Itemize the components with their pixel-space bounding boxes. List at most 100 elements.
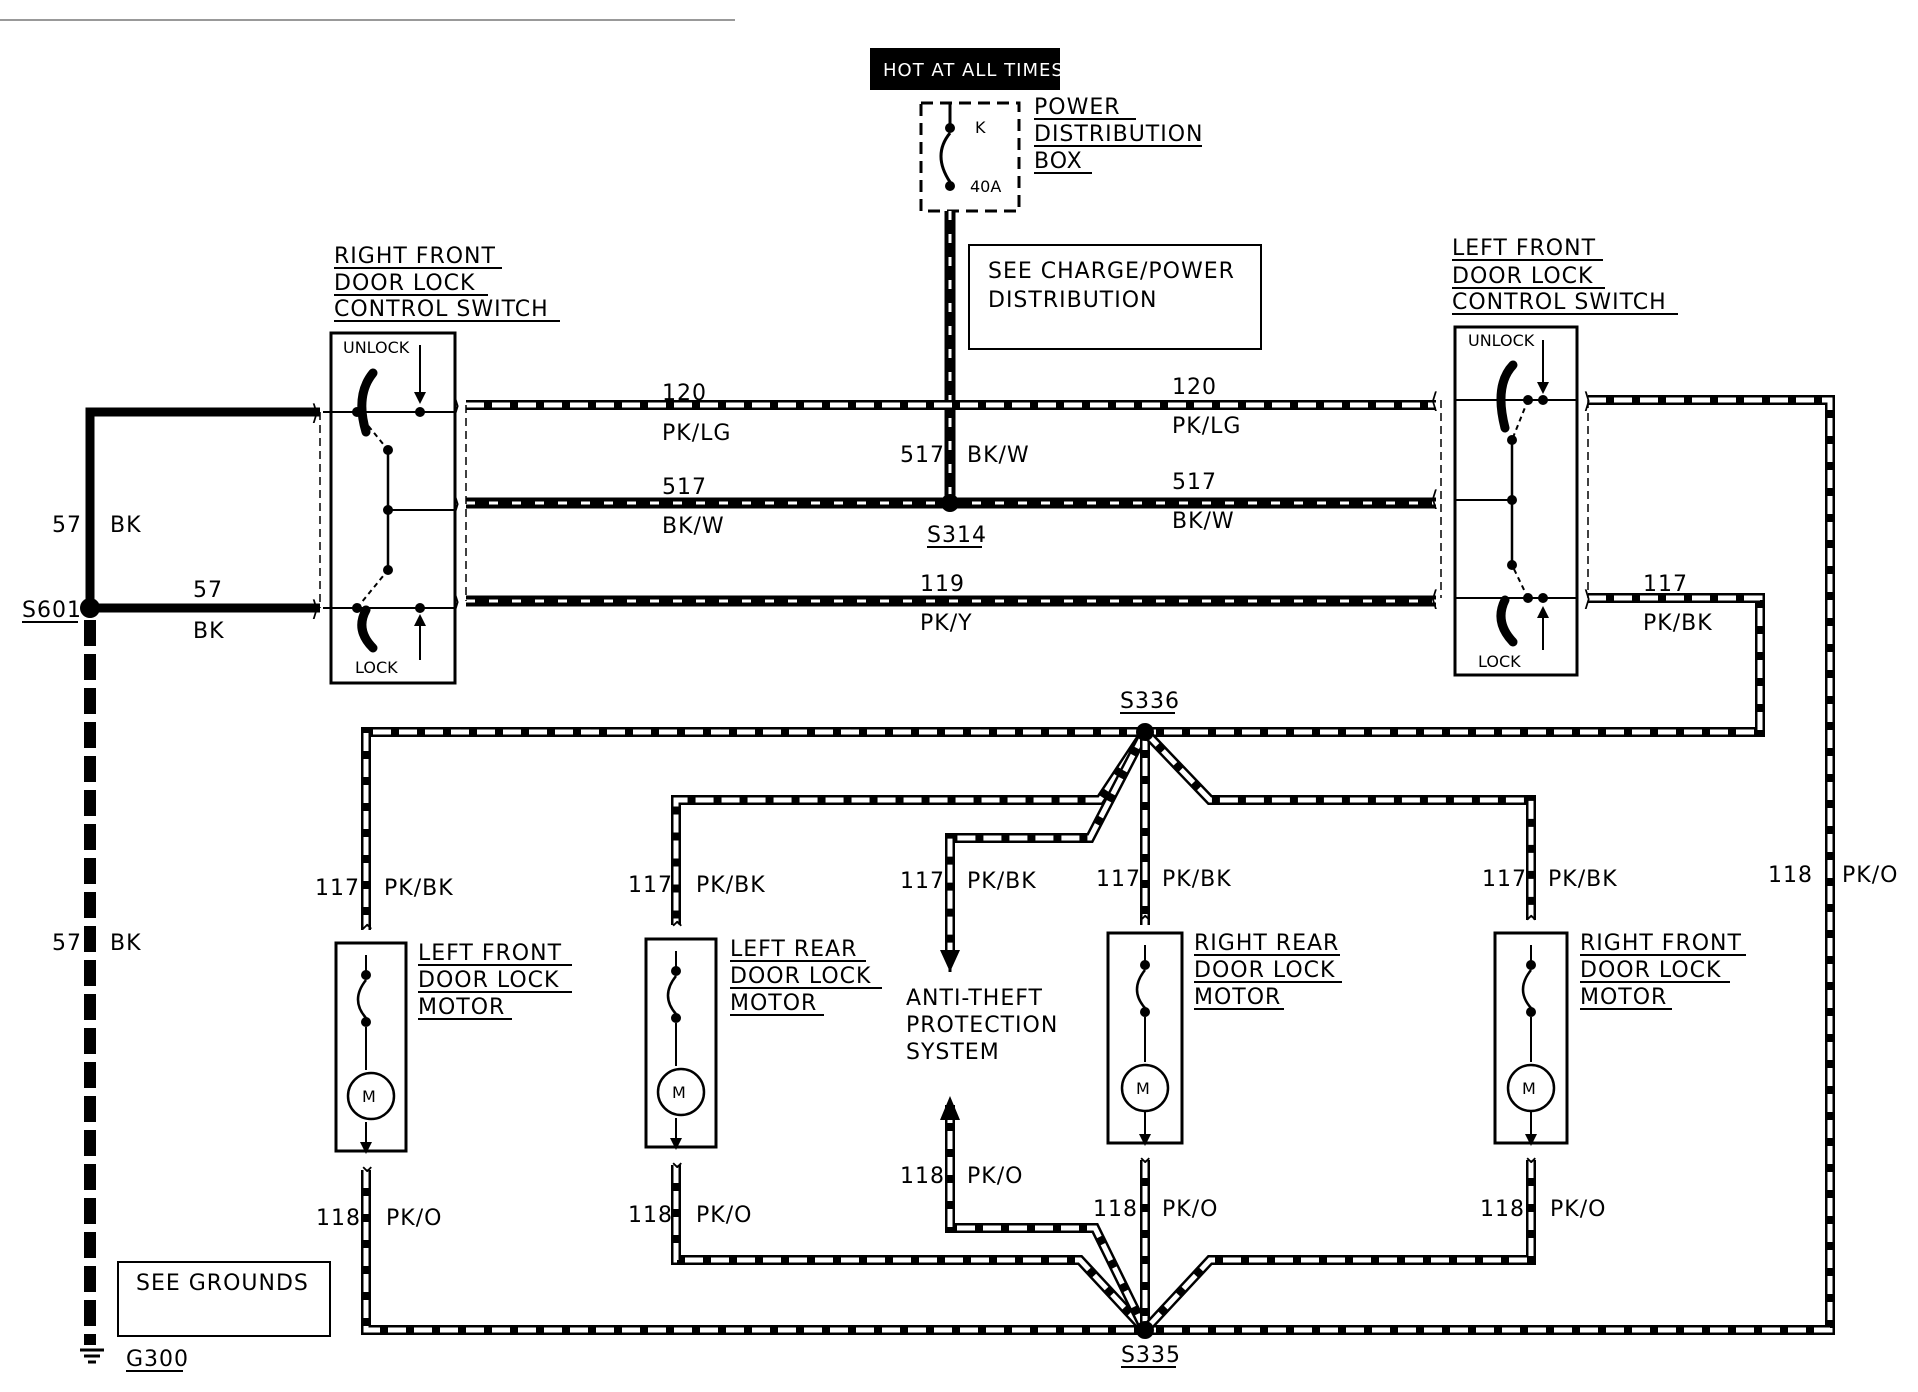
lf-connector-517: ⟨ <box>1430 487 1440 512</box>
w517-vert-color: BK/W <box>967 443 1030 468</box>
wire-118-returns <box>361 1105 1536 1335</box>
anti-theft-title-2: PROTECTION <box>906 1013 1058 1038</box>
anti-theft-in-color: PK/BK <box>967 869 1037 894</box>
right-front-control-switch: RIGHT FRONT DOOR LOCK CONTROL SWITCH UNL… <box>311 244 560 685</box>
w119-color: PK/Y <box>920 611 973 636</box>
motor-right-rear-title-1: RIGHT REAR <box>1194 931 1339 956</box>
motor-left-rear-m-icon <box>656 1067 706 1117</box>
anti-theft-system: ANTI-THEFT PROTECTION SYSTEM 117 PK/BK 1… <box>900 869 1058 1189</box>
motor-left-front-title-1: LEFT FRONT <box>418 941 562 966</box>
left-front-control-switch: LEFT FRONT DOOR LOCK CONTROL SWITCH UNLO… <box>1430 236 1678 677</box>
power-distribution-group: HOT AT ALL TIMES K 40A POWER DISTRIBUTIO… <box>870 48 1262 350</box>
motor-left-rear-connector-top: ⌃ <box>668 918 687 943</box>
wire-labels: 120 PK/LG 120 PK/LG 517 BK/W 517 BK/W 51… <box>52 375 1897 956</box>
splices-group: S314 S336 S335 S601 G300 <box>22 494 1181 1372</box>
splice-s336-label: S336 <box>1120 689 1180 714</box>
w120-right-color: PK/LG <box>1172 414 1241 439</box>
motor-left-front-top-color: PK/BK <box>384 876 454 901</box>
w57-top-circuit: 57 <box>52 513 82 538</box>
w119-circuit: 119 <box>920 572 965 597</box>
motor-right-rear-top-color: PK/BK <box>1162 867 1232 892</box>
motor-left-rear-bottom-color: PK/O <box>696 1203 752 1228</box>
w117-right-circuit: 117 <box>1643 572 1688 597</box>
rf-switch-title-1: RIGHT FRONT <box>334 244 496 269</box>
fuse-top-terminal <box>945 123 955 133</box>
lf-connector-119: ⟨ <box>1430 587 1440 612</box>
anti-theft-out-circuit: 118 <box>900 1164 945 1189</box>
motor-right-front-symbol: M <box>1522 1079 1536 1098</box>
splice-s335 <box>1136 1321 1154 1339</box>
anti-theft-in-circuit: 117 <box>900 869 945 894</box>
splice-s601 <box>80 598 100 618</box>
w517-left-circuit: 517 <box>662 475 707 500</box>
motor-left-rear-title-3: MOTOR <box>730 991 817 1016</box>
w57-top-color: BK <box>110 513 142 538</box>
see-charge-power-note-line1: SEE CHARGE/POWER <box>988 259 1235 284</box>
rf-connector-517: ⟩ <box>452 492 462 517</box>
lf-switch-title-3: CONTROL SWITCH <box>1452 290 1667 315</box>
fuse-rating: 40A <box>970 177 1001 196</box>
w517-right-color: BK/W <box>1172 509 1235 534</box>
ground-g300-label: G300 <box>126 1347 189 1372</box>
w120-left-color: PK/LG <box>662 421 731 446</box>
lf-switch-title-2: DOOR LOCK <box>1452 264 1593 289</box>
motor-right-front-connector-bottom: ⌄ <box>1522 1144 1541 1169</box>
rf-switch-body <box>329 331 457 685</box>
wire-57-top <box>85 407 320 608</box>
see-grounds-note-box <box>117 1261 331 1337</box>
w120-right-circuit: 120 <box>1172 375 1217 400</box>
motor-right-rear-connector-top: ⌃ <box>1136 912 1155 937</box>
w517-right-circuit: 517 <box>1172 470 1217 495</box>
hot-at-all-times-label: HOT AT ALL TIMES <box>883 60 1064 81</box>
rf-connector-57b: ⟩ <box>311 597 321 622</box>
wires-group <box>84 211 1835 1345</box>
lf-connector-117: ⟩ <box>1583 587 1593 612</box>
hot-at-all-times-badge <box>870 48 1060 90</box>
rf-connector-120: ⟩ <box>452 394 462 419</box>
motor-left-rear-title-1: LEFT REAR <box>730 937 857 962</box>
see-charge-power-note-box <box>968 244 1262 350</box>
motor-left-front-title-3: MOTOR <box>418 995 505 1020</box>
power-box-title-2: DISTRIBUTION <box>1034 122 1204 147</box>
motor-right-front-title-3: MOTOR <box>1580 985 1667 1010</box>
motor-left-front-top-circuit: 117 <box>315 876 360 901</box>
w120-left-circuit: 120 <box>662 381 707 406</box>
motor-right-front-m-icon <box>1506 1063 1556 1113</box>
motor-right-front-top-color: PK/BK <box>1548 867 1618 892</box>
motor-right-rear-symbol: M <box>1136 1079 1150 1098</box>
motor-left-rear-title-2: DOOR LOCK <box>730 964 871 989</box>
lf-connector-120: ⟨ <box>1430 389 1440 414</box>
motor-left-front-m-icon <box>346 1071 396 1121</box>
w117-right-color: PK/BK <box>1643 611 1713 636</box>
motor-right-front: ⌃ ⌄ M RIGHT FRONT DOOR LOCK MOTOR 117 PK… <box>1480 867 1746 1222</box>
rf-switch-unlock-label: UNLOCK <box>343 338 410 357</box>
ground-g300-icon <box>80 1348 104 1364</box>
motor-left-front-connector-top: ⌃ <box>358 921 377 946</box>
rf-connector-119: ⟩ <box>452 590 462 615</box>
w57-mid-color: BK <box>193 619 225 644</box>
anti-theft-title-3: SYSTEM <box>906 1040 1000 1065</box>
motor-left-rear: ⌃ ⌄ M LEFT REAR DOOR LOCK MOTOR 117 PK/B… <box>628 873 882 1228</box>
rf-unlock-actuator <box>357 368 378 437</box>
splice-s314-label: S314 <box>927 523 987 548</box>
motor-left-front-bottom-circuit: 118 <box>316 1206 361 1231</box>
splice-s335-label: S335 <box>1121 1343 1181 1368</box>
motor-right-rear-title-3: MOTOR <box>1194 985 1281 1010</box>
lf-switch-lock-label: LOCK <box>1478 652 1521 671</box>
motor-right-rear: ⌃ ⌄ M RIGHT REAR DOOR LOCK MOTOR 117 PK/… <box>1093 867 1342 1222</box>
motor-right-rear-bottom-circuit: 118 <box>1093 1197 1138 1222</box>
motor-right-rear-top-circuit: 117 <box>1096 867 1141 892</box>
motor-right-front-bottom-circuit: 118 <box>1480 1197 1525 1222</box>
see-grounds-note: SEE GROUNDS <box>136 1271 309 1296</box>
motor-left-front-title-2: DOOR LOCK <box>418 968 559 993</box>
w57-bottom-circuit: 57 <box>52 931 82 956</box>
motor-right-rear-connector-bottom: ⌄ <box>1136 1144 1155 1169</box>
power-box-title-3: BOX <box>1034 149 1083 174</box>
rf-connector-57a: ⟩ <box>311 401 321 426</box>
motor-right-rear-title-2: DOOR LOCK <box>1194 958 1335 983</box>
motor-left-rear-bottom-circuit: 118 <box>628 1203 673 1228</box>
motor-left-front-connector-bottom: ⌄ <box>358 1153 377 1178</box>
motor-left-front: ⌃ ⌄ M LEFT FRONT DOOR LOCK MOTOR 117 PK/… <box>315 876 572 1231</box>
motor-right-rear-bottom-color: PK/O <box>1162 1197 1218 1222</box>
